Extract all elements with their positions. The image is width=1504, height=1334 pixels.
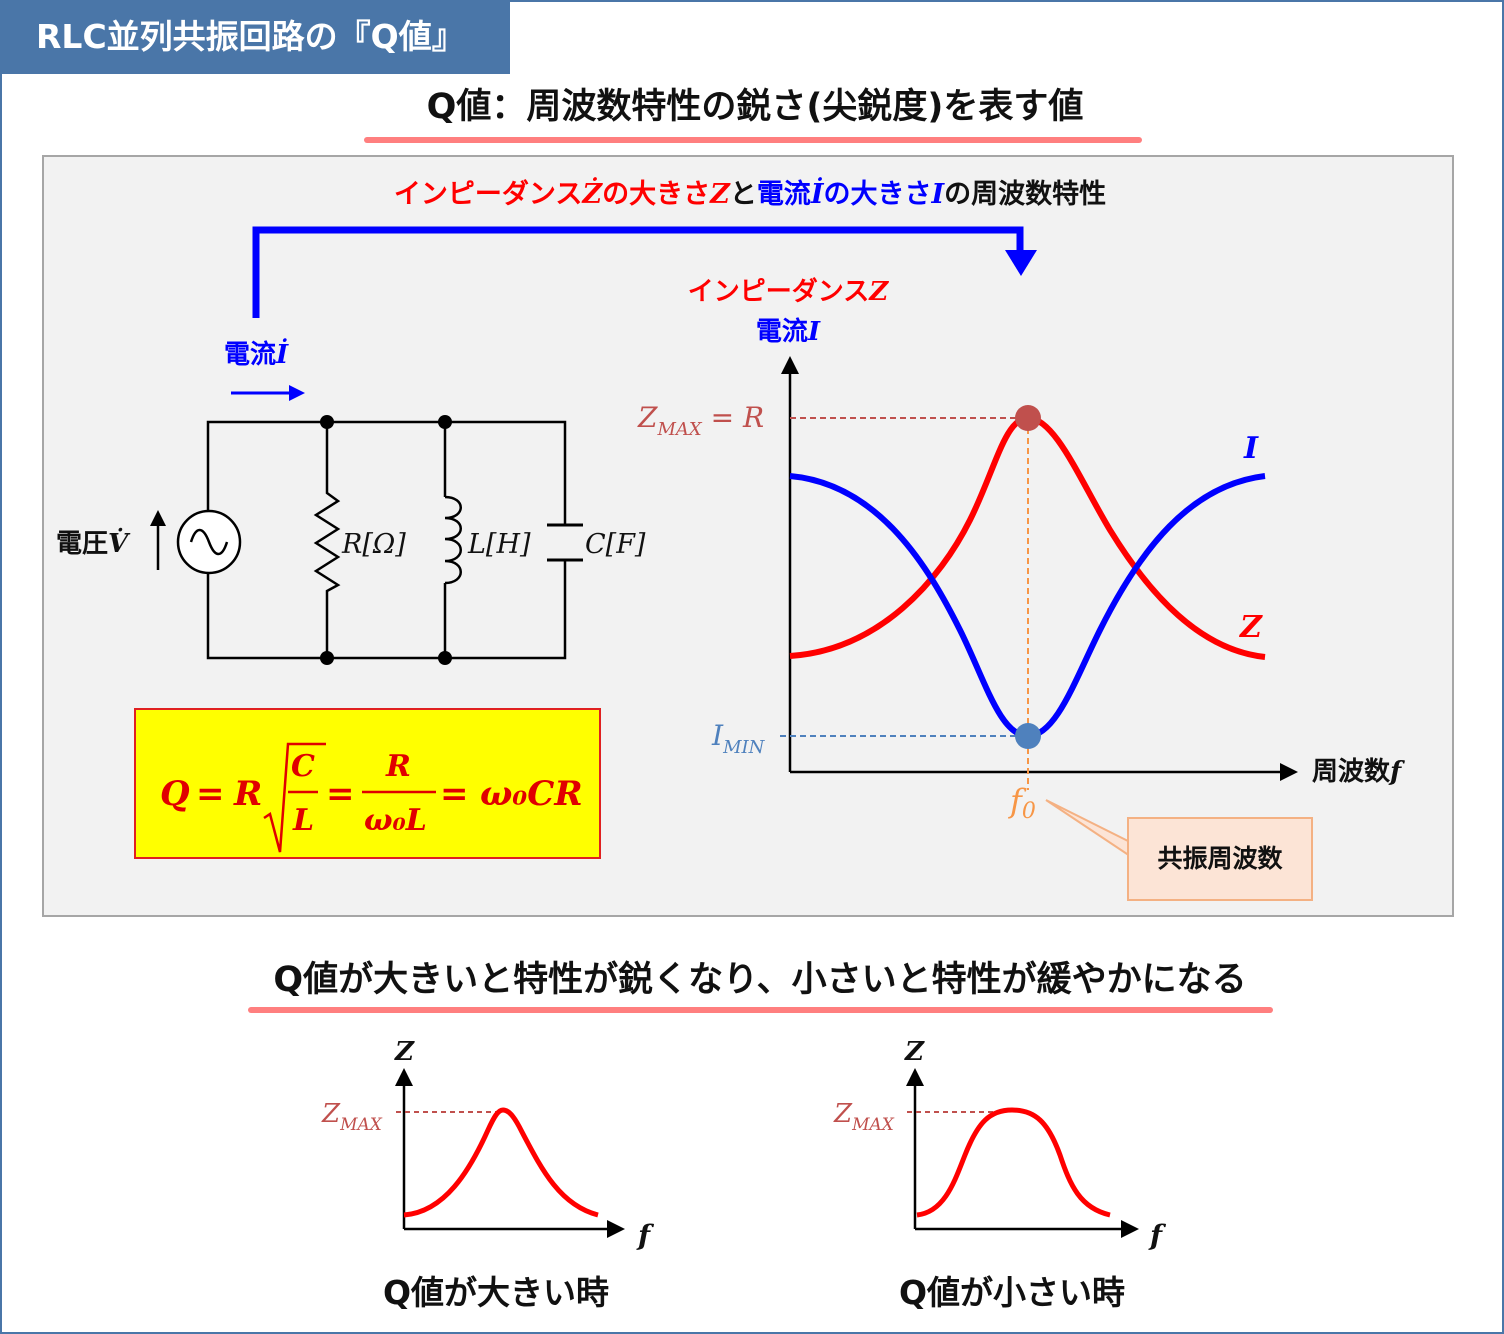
- comparison-heading-underline: [248, 1007, 1273, 1013]
- formula-eq-1: =: [196, 774, 225, 814]
- page-title: RLC並列共振回路の『Q値』: [0, 0, 510, 74]
- q-definition-underline: [364, 137, 1142, 143]
- panel-title-impedance: インピーダンス: [394, 178, 582, 210]
- voltage-label: 電圧V̇: [56, 528, 131, 559]
- left-graph-zmax-label: ZMAX: [321, 1099, 383, 1135]
- left-graph-y-arrowhead: [395, 1068, 413, 1086]
- circuit-wiring: [206, 420, 567, 660]
- panel-title-current: 電流: [757, 179, 811, 210]
- formula-frac-num: R: [385, 749, 411, 784]
- resistor-icon: [313, 488, 341, 597]
- connector-arrowhead: [1005, 250, 1037, 276]
- current-direction-arrowhead: [289, 385, 305, 401]
- panel-title-magnitude-1: の大きさ: [602, 179, 710, 210]
- formula-sqrt-den: L: [292, 803, 314, 838]
- imin-point: [1015, 723, 1041, 749]
- main-graph-ylabel-impedance: インピーダンスZ: [688, 276, 889, 307]
- formula-r: R: [233, 774, 262, 814]
- resonance-frequency-callout: 共振周波数: [1127, 817, 1313, 901]
- capacitor-label: C[F]: [585, 529, 646, 560]
- left-graph-x-arrowhead: [607, 1220, 625, 1238]
- right-graph-ylabel: Z: [904, 1037, 925, 1067]
- formula-eq-3: =: [440, 774, 469, 814]
- comparison-heading: Q値が大きいと特性が鋭くなり、小さいと特性が緩やかになる: [273, 960, 1247, 1000]
- right-graph-zmax-label: ZMAX: [833, 1099, 895, 1135]
- q-definition-heading: Q値：周波数特性の鋭さ(尖鋭度)を表す値: [426, 87, 1084, 127]
- panel-title: インピーダンスŻの大きさZと電流İの大きさIの周波数特性: [394, 176, 1106, 210]
- panel-title-and: と: [730, 179, 757, 210]
- voltage-arrowhead: [150, 510, 166, 526]
- left-graph-curve: [403, 1107, 599, 1218]
- panel-title-magnitude-2: の大きさ: [823, 179, 931, 210]
- q-formula: Q = R C L = R ω₀L = ω₀CR: [160, 742, 583, 853]
- formula-sqrt-num: C: [291, 749, 315, 784]
- current-curve: [789, 473, 1266, 740]
- inductor-icon: [444, 495, 462, 585]
- left-graph-xlabel: f: [636, 1219, 655, 1252]
- circuit-current-label: 電流İ: [224, 338, 289, 370]
- formula-eq-2: =: [326, 774, 355, 814]
- right-graph-xlabel: f: [1148, 1219, 1167, 1252]
- circuit-junctions: [320, 415, 452, 665]
- main-graph-y-arrowhead: [781, 356, 799, 374]
- panel-title-impedance-var: Ż: [581, 176, 603, 210]
- connector-arrow: [252, 226, 1024, 318]
- zmax-point: [1015, 405, 1041, 431]
- left-graph-caption: Q値が大きい時: [382, 1273, 610, 1312]
- right-graph-x-arrowhead: [1121, 1220, 1139, 1238]
- capacitor-icon: [547, 523, 583, 562]
- resistor-label: R[Ω]: [341, 529, 406, 560]
- panel-title-suffix: の周波数特性: [944, 179, 1106, 210]
- left-graph-ylabel: Z: [394, 1037, 415, 1067]
- current-curve-label: I: [1243, 431, 1259, 466]
- panel-title-z-var: Z: [709, 179, 731, 210]
- panel-title-current-var: İ: [810, 176, 825, 210]
- right-graph-curve: [916, 1107, 1111, 1218]
- imin-label: IMIN: [711, 719, 766, 758]
- callout-pointer: [1045, 799, 1131, 858]
- main-graph-xlabel: 周波数f: [1312, 757, 1405, 787]
- impedance-curve-label: Z: [1239, 610, 1263, 645]
- right-graph-y-arrowhead: [906, 1068, 924, 1086]
- main-graph-x-arrowhead: [1280, 763, 1298, 781]
- ac-source-icon: [176, 509, 242, 575]
- f0-label: f0: [1008, 782, 1036, 824]
- inductor-label: L[H]: [467, 529, 531, 560]
- q-formula-box: Q = R C L = R ω₀L = ω₀CR: [134, 708, 601, 859]
- right-graph-caption: Q値が小さい時: [898, 1273, 1126, 1312]
- main-graph-ylabel-current: 電流I: [756, 317, 821, 347]
- panel-title-i-var: I: [930, 179, 945, 210]
- formula-rhs: ω₀CR: [480, 774, 583, 814]
- zmax-label: ZMAX = R: [637, 401, 764, 440]
- formula-q: Q: [160, 774, 190, 814]
- formula-frac-den: ω₀L: [364, 803, 427, 838]
